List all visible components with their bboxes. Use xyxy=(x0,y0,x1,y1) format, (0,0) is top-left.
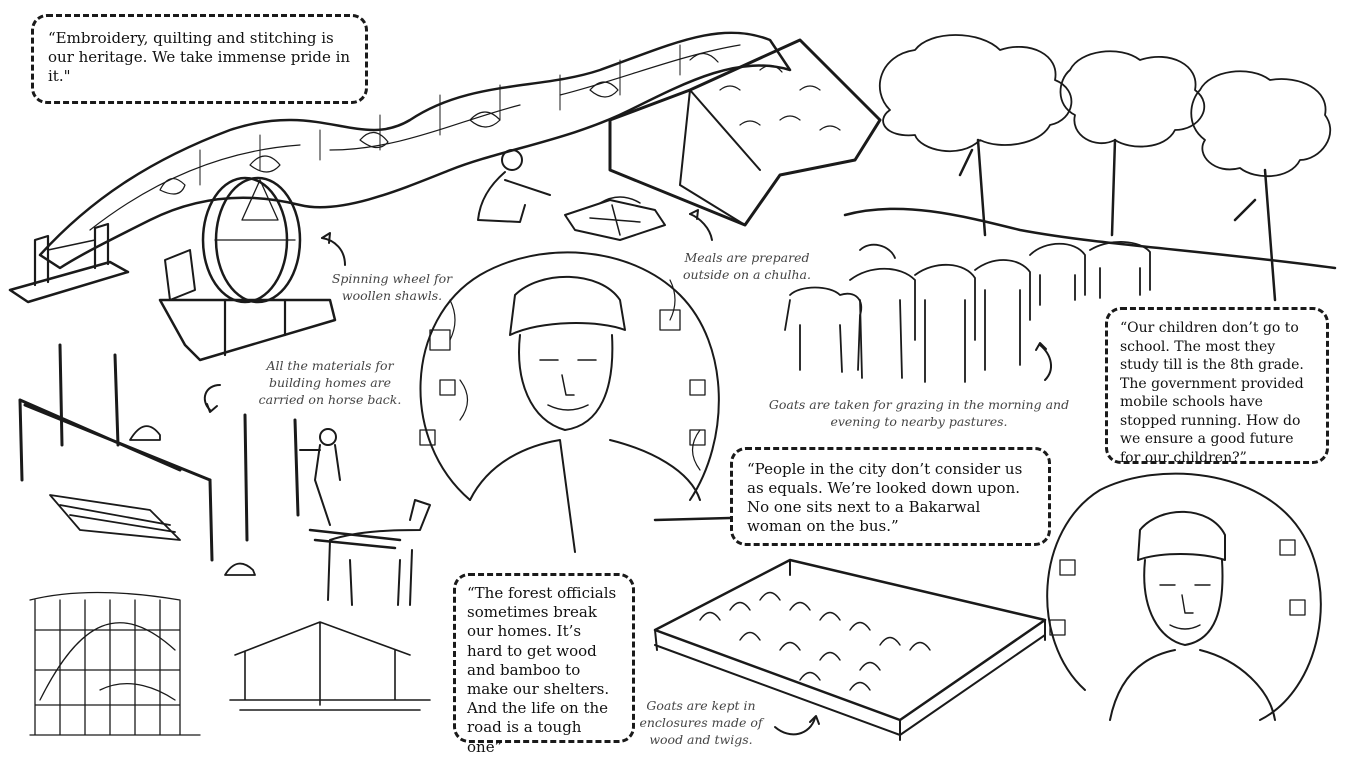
tent-drawing xyxy=(608,38,882,227)
shelter-sketch-drawing xyxy=(29,591,431,736)
heritage-quote: “Embroidery, quilting and stitching is o… xyxy=(31,14,368,104)
embroidered-cloth-drawing xyxy=(38,31,792,270)
meals-caption: Meals are prepared outside on a chulha. xyxy=(683,250,811,282)
building-materials-drawing xyxy=(18,343,431,606)
building-materials-caption: All the materials for building homes are… xyxy=(258,358,402,407)
goat-herd-drawing xyxy=(784,241,1151,383)
goat-enclosure-drawing xyxy=(653,558,1047,741)
children-education-quote: “Our children don’t go to school. The mo… xyxy=(1105,307,1329,466)
cooking-scene-drawing xyxy=(477,149,666,241)
connector-line xyxy=(653,516,732,522)
forest-officials-quote: “The forest officials sometimes break ou… xyxy=(453,573,635,756)
spinning-wheel-caption: Spinning wheel for woollen shawls. xyxy=(331,271,453,303)
spinning-wheel-drawing xyxy=(8,176,337,362)
meals-arrow xyxy=(689,209,713,241)
city-discrimination-quote: “People in the city don’t consider us as… xyxy=(730,447,1051,546)
elder-portrait-drawing xyxy=(419,251,720,553)
second-elder-portrait-drawing xyxy=(1046,472,1322,721)
trees-landscape-drawing xyxy=(843,34,1337,302)
spinning-wheel-arrow xyxy=(321,232,346,266)
enclosure-caption: Goats are kept in enclosures made of woo… xyxy=(639,698,763,747)
grazing-caption: Goats are taken for grazing in the morni… xyxy=(768,397,1070,429)
